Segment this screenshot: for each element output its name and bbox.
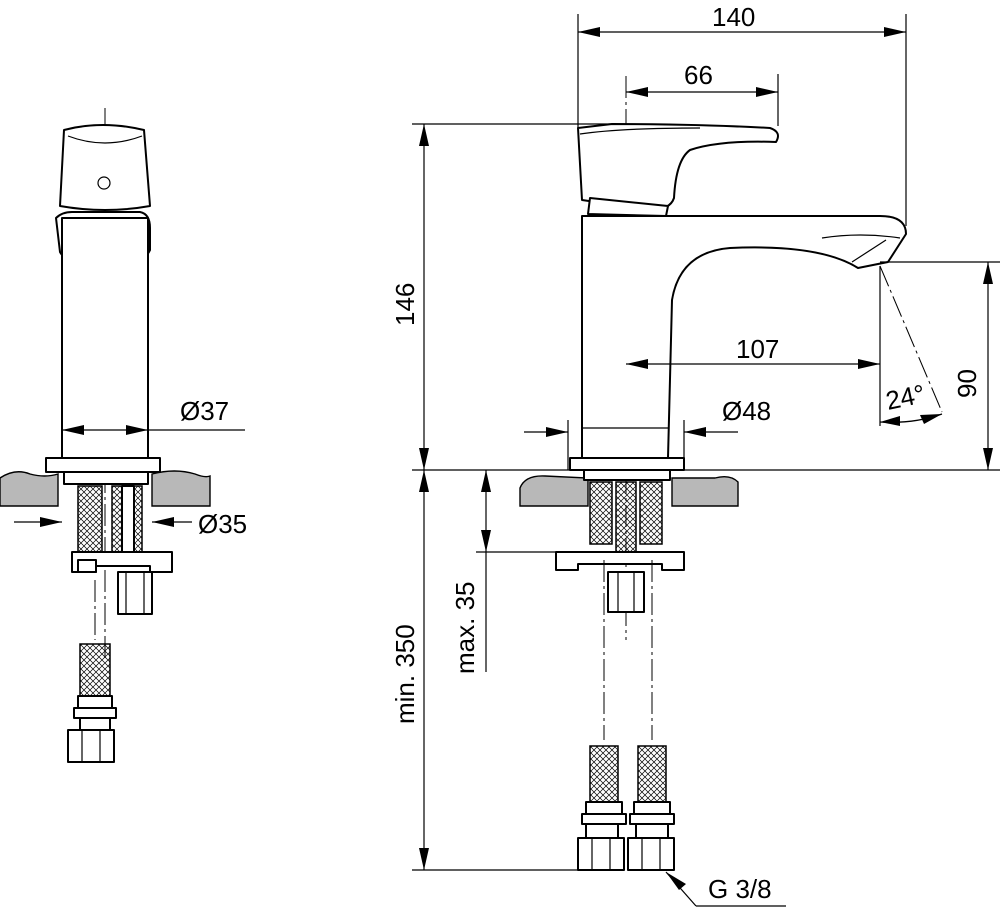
label-107: 107 xyxy=(736,334,779,364)
front-view: 140 66 146 107 xyxy=(390,2,1000,907)
label-max-35: max. 35 xyxy=(450,582,480,675)
base-plate-front xyxy=(569,457,685,471)
dimension-90: 90 xyxy=(880,261,1000,470)
callout-g-3-8: G 3/8 xyxy=(665,871,786,907)
label-angle-24: 24° xyxy=(883,378,928,416)
dimension-min-350: min. 350 xyxy=(390,470,600,871)
dimension-diameter-35: Ø35 xyxy=(14,509,247,539)
label-90: 90 xyxy=(952,369,982,398)
label-min-350: min. 350 xyxy=(390,624,420,724)
label-146: 146 xyxy=(390,283,420,326)
label-g-3-8: G 3/8 xyxy=(708,874,772,904)
hose-side xyxy=(67,580,117,763)
lever-handle-front xyxy=(577,123,779,217)
dimension-diameter-48: Ø48 xyxy=(524,396,771,470)
dimension-140: 140 xyxy=(577,2,907,226)
label-140: 140 xyxy=(712,2,755,32)
spout-body-front xyxy=(581,215,907,459)
mounting-side xyxy=(71,485,173,615)
body-side xyxy=(61,217,149,459)
dimension-angle-24: 24° xyxy=(879,265,943,426)
base-ring-side xyxy=(63,471,149,485)
dimension-66: 66 xyxy=(626,60,779,126)
dimension-107: 107 xyxy=(626,334,880,369)
side-view: Ø37 Ø35 xyxy=(0,108,247,763)
mounting-front xyxy=(555,481,685,613)
dimension-146: 146 xyxy=(390,123,612,470)
base-ring-front xyxy=(583,469,671,481)
lever-handle-side xyxy=(59,124,151,211)
dimension-diameter-37: Ø37 xyxy=(62,396,245,435)
hoses-front xyxy=(577,560,675,871)
label-diameter-35: Ø35 xyxy=(198,509,247,539)
countertop-front xyxy=(519,475,739,507)
base-plate-side xyxy=(45,457,161,473)
label-diameter-37: Ø37 xyxy=(180,396,229,426)
label-66: 66 xyxy=(684,60,713,90)
countertop-side xyxy=(0,470,211,507)
label-diameter-48: Ø48 xyxy=(722,396,771,426)
dimension-max-35: max. 35 xyxy=(450,470,556,674)
